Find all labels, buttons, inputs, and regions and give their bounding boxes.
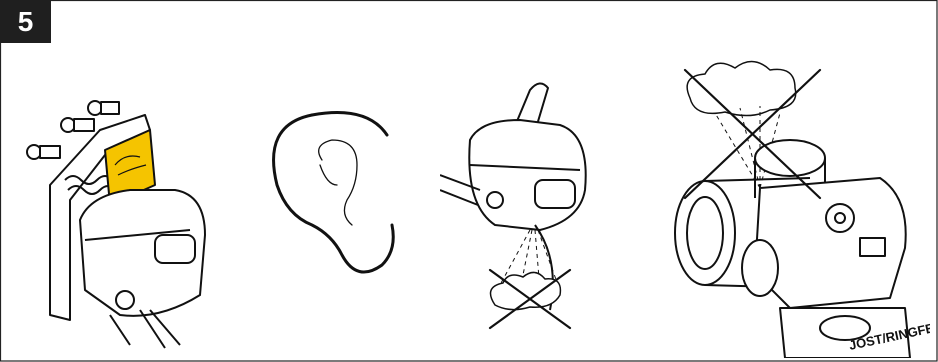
illustration-coupling-mounted-spray: JOST/RINGFEDER	[660, 58, 930, 358]
step-number-badge: 5	[0, 0, 51, 43]
ear-icon	[272, 105, 412, 285]
illustration-coupling-warning-label	[10, 90, 235, 352]
illustration-coupling-handle-spray	[440, 80, 610, 330]
